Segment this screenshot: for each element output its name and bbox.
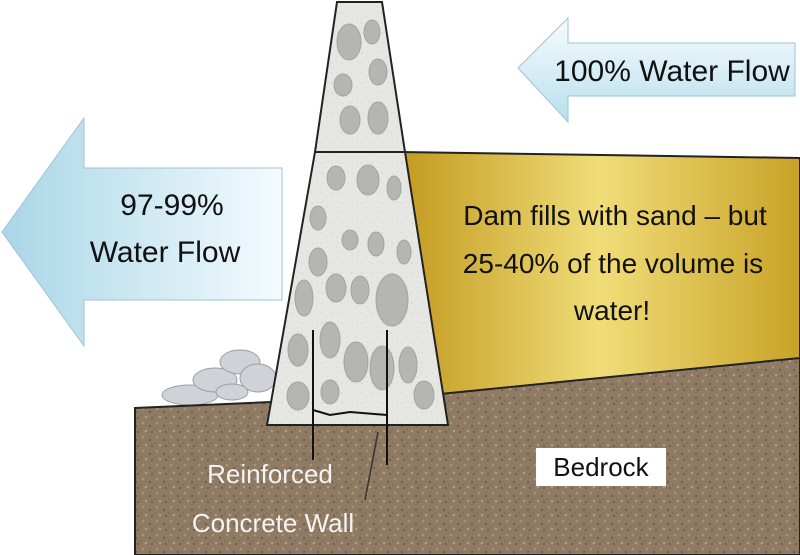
bedrock-label: Bedrock xyxy=(553,452,649,482)
wall-label-line2: Concrete Wall xyxy=(192,508,354,538)
inflow-arrow-label: 100% Water Flow xyxy=(554,55,790,88)
reinforcement-bars xyxy=(312,330,388,465)
wall-label-leader xyxy=(364,431,379,501)
outflow-arrow-label-line1: 97-99% xyxy=(120,189,223,222)
outflow-arrow xyxy=(1,116,283,348)
sand-label-line3: water! xyxy=(573,295,650,326)
bedrock-label-box xyxy=(536,448,666,486)
dam-upper-section xyxy=(313,0,407,153)
wall-label-line1: Reinforced xyxy=(207,459,333,489)
sand-label-line1: Dam fills with sand – but xyxy=(463,200,767,231)
sand-label-line2: 25-40% of the volume is xyxy=(463,248,763,279)
inflow-arrow xyxy=(517,16,796,124)
dam-stones xyxy=(286,19,435,411)
rock-pile xyxy=(161,349,277,406)
outflow-arrow-label-line2: Water Flow xyxy=(90,236,241,269)
